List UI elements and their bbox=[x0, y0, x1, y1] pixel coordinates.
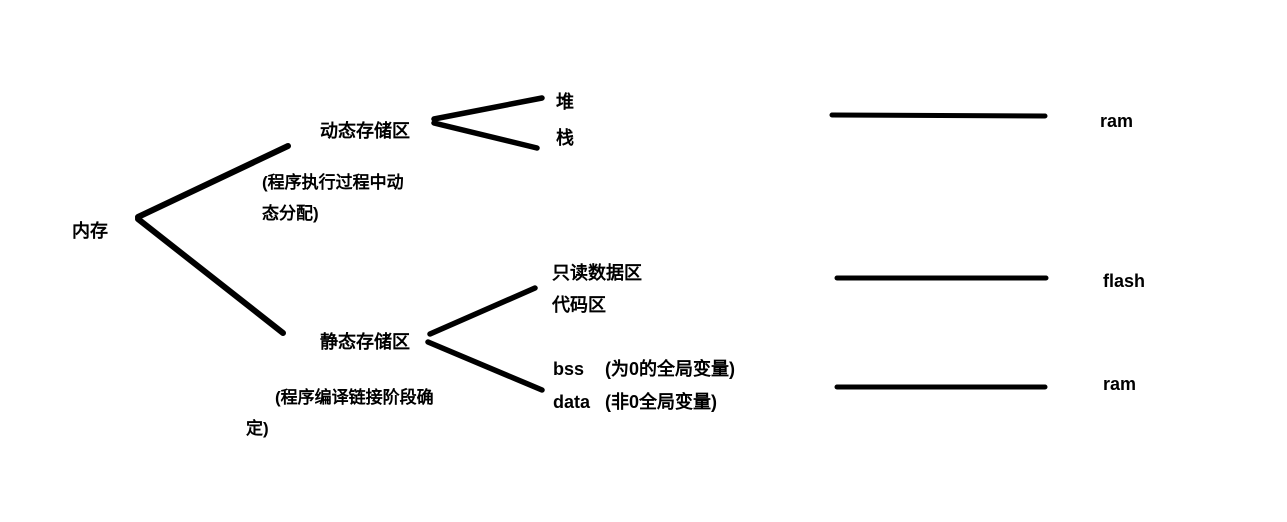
ram-top-line bbox=[829, 112, 1048, 119]
ram-bottom-label: ram bbox=[1103, 374, 1137, 394]
static-note-line2: 定) bbox=[246, 419, 269, 438]
bss-label: bss bbox=[553, 359, 585, 379]
stack-label: 栈 bbox=[556, 128, 574, 148]
data-label: data bbox=[553, 392, 591, 412]
ram-top-label: ram bbox=[1100, 111, 1134, 131]
dynamic-to-stack-line bbox=[431, 120, 540, 151]
root-label: 内存 bbox=[72, 221, 108, 241]
data-row: data (非0全局变量) bbox=[553, 392, 717, 412]
heap-label: 堆 bbox=[556, 92, 574, 112]
dynamic-note-line1: (程序执行过程中动 bbox=[262, 173, 404, 192]
static-storage-label: 静态存储区 bbox=[320, 332, 410, 352]
dynamic-storage-label: 动态存储区 bbox=[320, 121, 410, 141]
data-desc: (非0全局变量) bbox=[605, 392, 717, 412]
code-area-label: 代码区 bbox=[552, 295, 606, 315]
bss-desc: (为0的全局变量) bbox=[605, 359, 735, 379]
flash-label: flash bbox=[1103, 271, 1146, 291]
dynamic-note-line2: 态分配) bbox=[262, 204, 319, 223]
static-note-line1: (程序编译链接阶段确 bbox=[275, 388, 434, 407]
static-to-bss-line bbox=[425, 339, 545, 393]
bss-row: bss (为0的全局变量) bbox=[553, 359, 735, 379]
rodata-label: 只读数据区 bbox=[552, 263, 642, 283]
dynamic-to-heap-line bbox=[431, 95, 545, 122]
root-to-static-line bbox=[135, 216, 286, 336]
static-to-rodata-line bbox=[427, 285, 538, 337]
root-to-dynamic-line bbox=[135, 143, 291, 220]
